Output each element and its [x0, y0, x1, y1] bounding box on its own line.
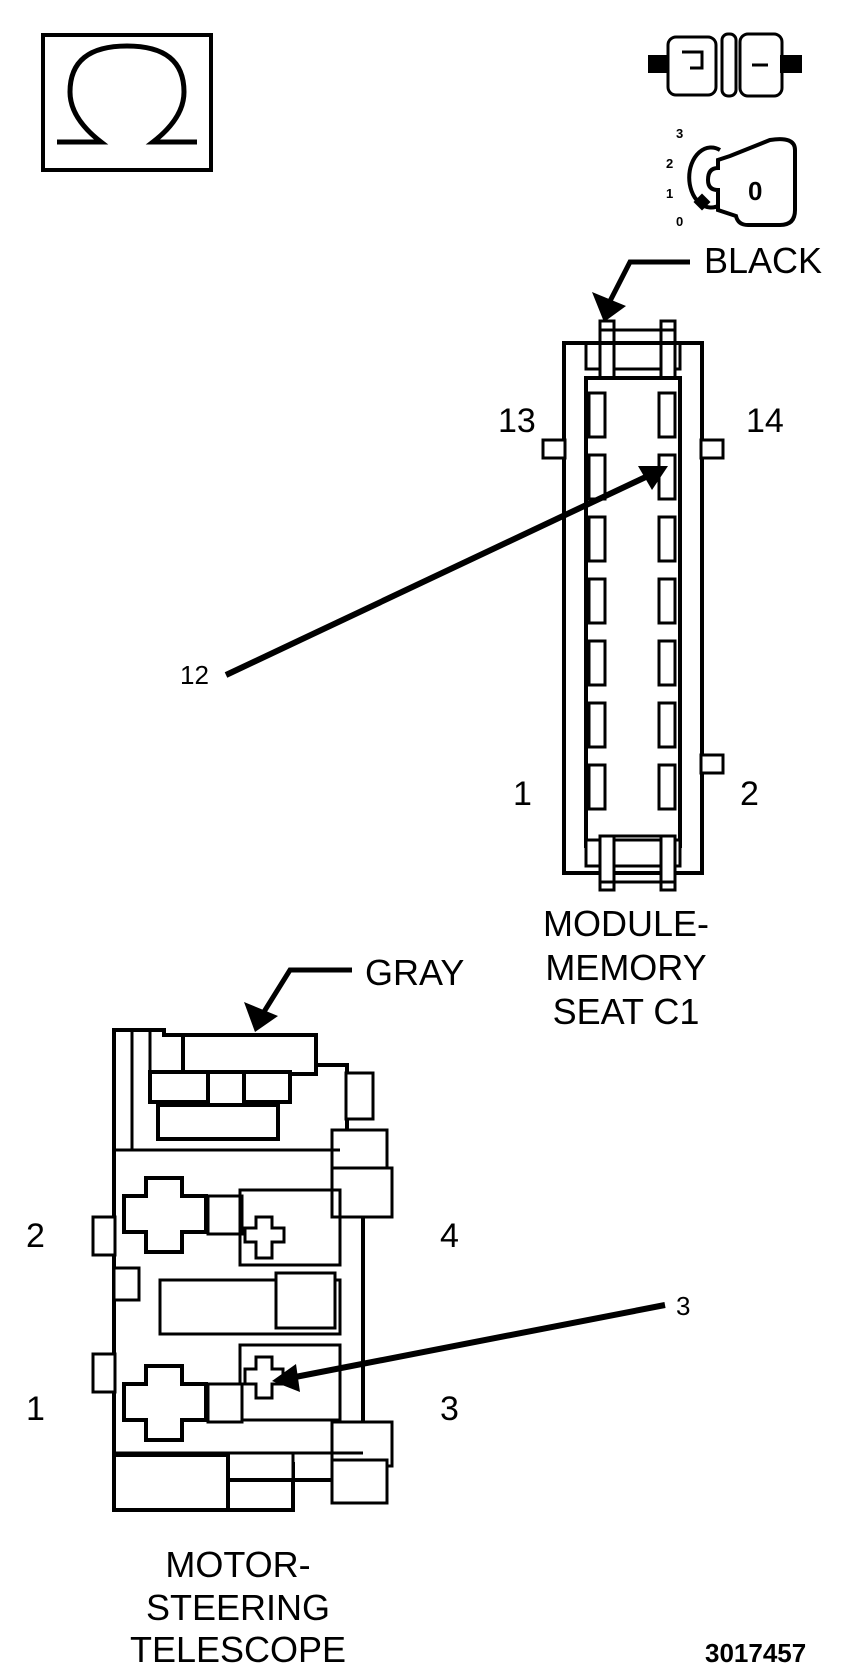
pin-cavity [657, 701, 677, 749]
pin-cavity [657, 639, 677, 687]
key-position-0: 0 [676, 214, 683, 229]
pin-label-2: 2 [740, 775, 759, 813]
callout-pin-3: 3 [676, 1291, 690, 1321]
disconnected-connector-icon [648, 32, 802, 98]
pin-cavity [587, 391, 607, 439]
motor-steering-telescope-connector: GRAY 2 [26, 952, 690, 1667]
key-position-1: 1 [666, 186, 673, 201]
pin-label-1: 1 [513, 775, 532, 813]
module-name-line-2: MEMORY [545, 947, 706, 988]
pin-cavity [657, 391, 677, 439]
pin-cavity [587, 453, 607, 501]
motor-pin-label-2: 2 [26, 1217, 45, 1255]
key-label: 0 [748, 176, 762, 206]
key-position-2: 2 [666, 156, 673, 171]
pin-label-13: 13 [498, 402, 536, 440]
pin-cavity [587, 639, 607, 687]
module-memory-seat-connector: BLACK 13 14 1 2 12 MODULE- MEMORY SEAT C [180, 240, 822, 1032]
pin-label-14: 14 [746, 402, 784, 440]
pin-cavity [657, 763, 677, 811]
pin-cavity [587, 515, 607, 563]
ohmmeter-icon [41, 33, 213, 172]
ignition-key-icon: 3 2 1 0 0 [666, 126, 797, 229]
motor-pin-label-4: 4 [440, 1217, 459, 1255]
motor-name-line-1: MOTOR- [165, 1544, 310, 1585]
figure-number: 3017457 [705, 1638, 806, 1667]
motor-pin-label-1: 1 [26, 1390, 45, 1428]
pin-cavity [587, 701, 607, 749]
pin-cavity [587, 763, 607, 811]
module-pin-cavities [587, 391, 677, 811]
pin-cavity [657, 577, 677, 625]
motor-name-line-2: STEERING [146, 1587, 330, 1628]
gray-color-label: GRAY [365, 952, 464, 993]
pin-cavity [657, 453, 677, 501]
pin-cavity [587, 577, 607, 625]
black-color-label: BLACK [704, 240, 822, 281]
module-name-line-1: MODULE- [543, 903, 709, 944]
callout-pin-12: 12 [180, 660, 209, 690]
motor-pin-label-3: 3 [440, 1390, 459, 1428]
module-name-line-3: SEAT C1 [553, 991, 700, 1032]
pin-cavity [657, 515, 677, 563]
key-position-3: 3 [676, 126, 683, 141]
motor-name-line-3: TELESCOPE [130, 1629, 346, 1667]
